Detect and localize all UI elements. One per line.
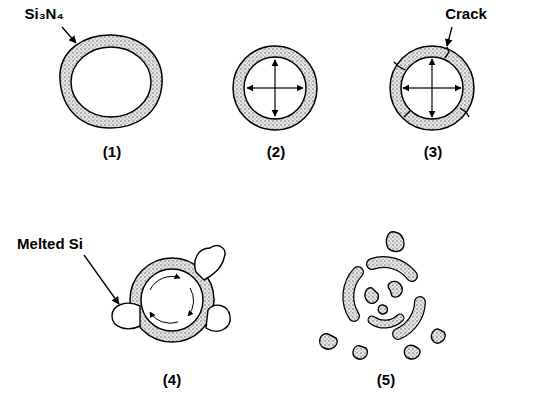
step-number: (4)	[163, 372, 181, 389]
shell-1	[60, 35, 162, 128]
callout-label: Melted Si	[17, 236, 83, 253]
shell-3	[390, 46, 474, 130]
leader-line	[84, 255, 119, 304]
step-number: (5)	[377, 372, 395, 389]
shell-4	[112, 246, 230, 342]
leader-line	[447, 27, 452, 46]
shell-2	[233, 46, 317, 130]
callout-label: Crack	[445, 6, 487, 23]
material-label: Si₃N₄	[24, 6, 63, 23]
leader-line	[62, 27, 76, 43]
step-number: (1)	[103, 144, 121, 161]
step-number: (3)	[424, 144, 442, 161]
fragments-5	[320, 232, 445, 359]
step-number: (2)	[267, 144, 285, 161]
